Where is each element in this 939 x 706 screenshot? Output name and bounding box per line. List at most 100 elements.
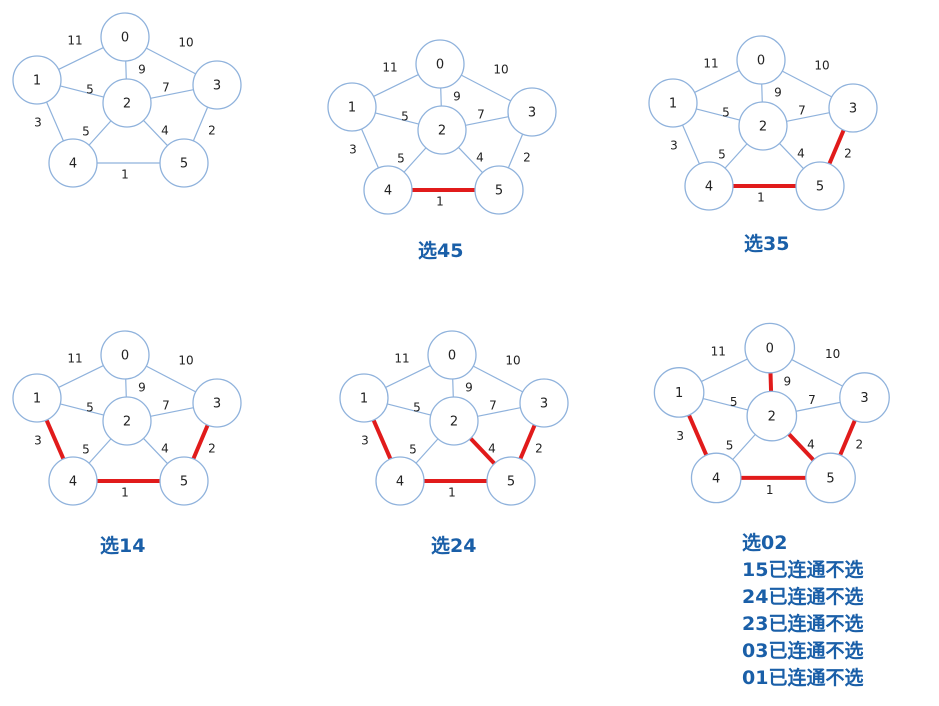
edge-weight-2-5: 4: [797, 147, 805, 161]
node-circle: [100, 330, 150, 380]
edge-weight-0-3: 10: [814, 59, 829, 73]
node-label: 5: [816, 180, 824, 195]
edge-weight-2-5: 4: [476, 151, 484, 165]
node-4: 4: [48, 138, 98, 188]
node-circle: [102, 396, 152, 446]
edge-weight-2-4: 5: [82, 443, 90, 457]
node-label: 3: [213, 79, 221, 94]
edge-0-1: [701, 358, 748, 383]
edge-3-5-selected: [518, 424, 537, 460]
node-4: 4: [48, 456, 98, 506]
edge-weight-0-2: 9: [465, 381, 473, 395]
edge-0-1: [385, 364, 431, 389]
node-1: 1: [339, 373, 389, 423]
node-0: 0: [744, 322, 796, 374]
node-4: 4: [690, 452, 742, 504]
node-circle: [327, 82, 377, 132]
node-circle: [653, 367, 705, 418]
node-0: 0: [415, 39, 465, 89]
edge-weight-4-5: 1: [436, 195, 444, 209]
edge-weight-4-5: 1: [448, 486, 456, 500]
node-circle: [795, 161, 845, 211]
edge-0-1: [58, 46, 104, 71]
node-circle: [48, 138, 98, 188]
node-label: 4: [69, 157, 77, 172]
node-circle: [690, 452, 742, 504]
edge-3-5: [192, 106, 209, 142]
node-label: 0: [121, 349, 129, 364]
node-4: 4: [375, 456, 425, 506]
node-3: 3: [519, 378, 569, 428]
node-label: 5: [180, 475, 188, 490]
node-3: 3: [828, 83, 878, 133]
node-circle: [429, 396, 479, 446]
caption-panel-1: 选45: [418, 238, 463, 265]
edge-0-1: [373, 73, 419, 98]
edge-2-4: [724, 143, 748, 169]
edge-weight-2-3: 7: [808, 393, 816, 407]
edge-weight-3-5: 2: [523, 151, 531, 165]
edge-0-3: [146, 47, 196, 75]
edge-3-5-selected: [827, 129, 846, 165]
node-circle: [486, 456, 536, 506]
caption-line: 01已连通不选: [742, 667, 864, 689]
edge-weight-1-2: 5: [722, 106, 730, 120]
node-label: 0: [757, 54, 765, 69]
node-0: 0: [100, 12, 150, 62]
node-2: 2: [746, 390, 798, 442]
node-circle: [159, 456, 209, 506]
node-label: 2: [759, 120, 767, 135]
edge-0-3: [146, 365, 196, 393]
edge-1-4-selected: [687, 414, 709, 457]
node-label: 3: [528, 106, 536, 121]
node-5: 5: [805, 452, 856, 504]
node-label: 3: [849, 102, 857, 117]
edge-weight-0-3: 10: [178, 354, 193, 368]
caption-line: 24已连通不选: [742, 586, 864, 608]
edge-weight-0-3: 10: [505, 354, 520, 368]
node-circle: [648, 78, 698, 128]
edge-weight-0-1: 11: [711, 345, 726, 359]
edge-2-5: [143, 437, 168, 465]
node-circle: [417, 105, 467, 155]
node-circle: [159, 138, 209, 188]
node-circle: [192, 378, 242, 428]
edge-2-3: [150, 89, 194, 99]
node-2: 2: [102, 396, 152, 446]
node-4: 4: [684, 161, 734, 211]
node-3: 3: [192, 60, 242, 110]
edge-0-2: [761, 83, 763, 103]
edge-0-2: [125, 60, 127, 80]
node-0: 0: [427, 330, 477, 380]
edge-weight-2-4: 5: [718, 148, 726, 162]
node-circle: [48, 456, 98, 506]
edge-2-3: [150, 407, 194, 417]
edge-1-4: [45, 101, 65, 142]
edge-2-4: [415, 438, 439, 464]
node-label: 1: [669, 97, 677, 112]
edge-2-5-selected: [787, 432, 815, 462]
edge-0-3: [782, 70, 832, 98]
node-circle: [507, 87, 557, 137]
edge-2-5: [458, 146, 483, 174]
edge-1-2: [60, 403, 104, 416]
caption-panel-3: 选14: [100, 533, 145, 560]
caption-panel-2: 选35: [744, 231, 789, 258]
edge-2-3: [786, 112, 830, 122]
node-circle: [102, 78, 152, 128]
caption-line: 23已连通不选: [742, 613, 864, 635]
edge-weight-4-5: 1: [766, 483, 774, 497]
node-5: 5: [159, 456, 209, 506]
node-3: 3: [507, 87, 557, 137]
node-label: 2: [123, 415, 131, 430]
node-circle: [746, 390, 798, 442]
edge-weight-1-4: 3: [676, 429, 684, 443]
edge-weight-3-5: 2: [844, 147, 852, 161]
node-1: 1: [653, 367, 705, 418]
node-4: 4: [363, 165, 413, 215]
node-2: 2: [102, 78, 152, 128]
node-label: 2: [123, 97, 131, 112]
caption-line: 选45: [418, 240, 464, 262]
